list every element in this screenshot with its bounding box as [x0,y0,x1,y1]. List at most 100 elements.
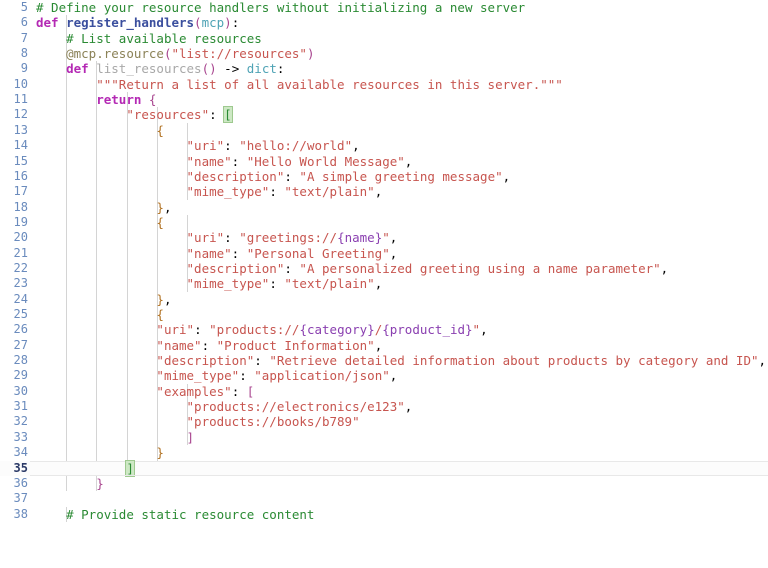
line-content[interactable]: "products://electronics/e123", [186,399,413,415]
line-content[interactable]: return { [96,92,157,108]
line-content[interactable]: }, [156,291,172,307]
editor-line[interactable]: 26 "uri": "products://{category}/{produc… [0,322,768,337]
line-number[interactable]: 35 [13,460,28,475]
line-content[interactable]: "description": "Retrieve detailed inform… [156,353,767,369]
line-content[interactable]: "examples": [ [156,383,255,399]
line-content[interactable]: "name": "Personal Greeting", [186,245,398,261]
line-content[interactable]: """Return a list of all available resour… [96,76,563,92]
editor-line[interactable]: 37 [0,491,768,506]
line-content[interactable]: { [156,122,164,138]
line-number[interactable]: 36 [13,475,28,490]
editor-line[interactable]: 17 "mime_type": "text/plain", [0,184,768,199]
editor-line[interactable]: 5 # Define your resource handlers withou… [0,0,768,15]
editor-line[interactable]: 18 }, [0,200,768,215]
editor-line[interactable]: 31 "products://electronics/e123", [0,399,768,414]
editor-line[interactable]: 15 "name": "Hello World Message", [0,154,768,169]
line-content[interactable]: "description": "A personalized greeting … [186,260,669,276]
line-content[interactable]: } [156,445,164,461]
line-number[interactable]: 26 [13,322,28,337]
line-content[interactable]: }, [156,199,172,215]
editor-line[interactable]: 12 "resources": [ [0,106,768,124]
editor-line[interactable]: 13 { [0,123,768,138]
editor-line-current[interactable]: 35 ] [0,459,768,477]
line-content[interactable]: def register_handlers(mcp): [36,15,240,31]
line-content[interactable] [36,491,44,506]
line-content[interactable]: "name": "Hello World Message", [186,153,413,169]
editor-line[interactable]: 34 } [0,445,768,460]
line-content[interactable]: "name": "Product Information", [156,337,383,353]
editor-line[interactable]: 21 "name": "Personal Greeting", [0,246,768,261]
editor-line[interactable]: 38 # Provide static resource content [0,507,768,522]
editor-line[interactable]: 8 @mcp.resource("list://resources") [0,46,768,61]
line-number[interactable]: 22 [13,260,28,275]
editor-line[interactable]: 7 # List available resources [0,31,768,46]
editor-line[interactable]: 36 } [0,476,768,491]
line-number[interactable]: 5 [20,0,28,14]
line-number[interactable]: 30 [13,383,28,398]
line-number[interactable]: 6 [20,15,28,30]
line-number[interactable]: 24 [13,291,28,306]
line-content[interactable]: # List available resources [66,30,262,46]
line-number[interactable]: 31 [13,399,28,414]
line-number[interactable]: 25 [13,307,28,321]
line-number[interactable]: 15 [13,153,28,168]
line-number[interactable]: 9 [20,61,28,76]
line-content[interactable]: "description": "A simple greeting messag… [186,168,511,184]
editor-line[interactable]: 24 }, [0,292,768,307]
line-number[interactable]: 14 [13,138,28,153]
line-number[interactable]: 16 [13,168,28,183]
editor-line[interactable]: 9 def list_resources() -> dict: [0,61,768,76]
line-number[interactable]: 37 [13,491,28,506]
editor-line[interactable]: 30 "examples": [ [0,384,768,399]
line-content[interactable]: "products://books/b789" [186,414,360,430]
editor-line[interactable]: 16 "description": "A simple greeting mes… [0,169,768,184]
line-content[interactable]: "uri": "hello://world", [186,138,360,154]
editor-line[interactable]: 11 return { [0,92,768,107]
editor-line[interactable]: 23 "mime_type": "text/plain", [0,276,768,291]
line-content[interactable]: "uri": "greetings://{name}", [186,230,398,246]
line-content[interactable]: } [96,475,104,491]
editor-line[interactable]: 19 { [0,215,768,230]
editor-line[interactable]: 22 "description": "A personalized greeti… [0,261,768,276]
line-number[interactable]: 17 [13,184,28,199]
line-number[interactable]: 11 [13,92,28,107]
line-number[interactable]: 32 [13,414,28,429]
line-number[interactable]: 13 [13,122,28,137]
line-content[interactable]: "mime_type": "text/plain", [186,276,383,292]
line-number[interactable]: 33 [13,429,28,444]
line-number[interactable]: 18 [13,199,28,214]
line-number[interactable]: 10 [13,76,28,91]
line-number[interactable]: 12 [13,107,28,122]
editor-line[interactable]: 29 "mime_type": "application/json", [0,368,768,383]
line-number[interactable]: 20 [13,230,28,245]
line-content[interactable]: "mime_type": "application/json", [156,368,398,384]
line-content[interactable]: { [156,214,164,230]
editor-line[interactable]: 27 "name": "Product Information", [0,338,768,353]
line-content[interactable]: "resources": [ [126,106,233,124]
line-content[interactable]: "mime_type": "text/plain", [186,184,383,200]
line-number[interactable]: 19 [13,214,28,229]
editor-line[interactable]: 33 ] [0,430,768,445]
line-number[interactable]: 34 [13,445,28,460]
line-content[interactable]: @mcp.resource("list://resources") [66,46,315,62]
line-content[interactable]: "uri": "products://{category}/{product_i… [156,322,488,338]
line-number[interactable]: 21 [13,245,28,260]
editor-line[interactable]: 28 "description": "Retrieve detailed inf… [0,353,768,368]
line-number[interactable]: 23 [13,276,28,291]
line-number[interactable]: 27 [13,337,28,352]
line-content[interactable]: # Define your resource handlers without … [36,0,526,15]
editor-line[interactable]: 25 { [0,307,768,322]
line-content[interactable]: # Provide static resource content [66,506,315,522]
editor-line[interactable]: 10 """Return a list of all available res… [0,77,768,92]
code-editor[interactable]: 5 # Define your resource handlers withou… [0,0,768,522]
line-content[interactable]: ] [36,459,135,477]
editor-line[interactable]: 32 "products://books/b789" [0,414,768,429]
line-content[interactable]: ] [186,429,195,445]
line-content[interactable]: { [156,307,164,322]
line-number[interactable]: 38 [13,506,28,521]
line-number[interactable]: 29 [13,368,28,383]
line-number[interactable]: 28 [13,353,28,368]
editor-line[interactable]: 20 "uri": "greetings://{name}", [0,230,768,245]
line-content[interactable]: def list_resources() -> dict: [66,61,285,77]
editor-line[interactable]: 6 def register_handlers(mcp): [0,15,768,30]
